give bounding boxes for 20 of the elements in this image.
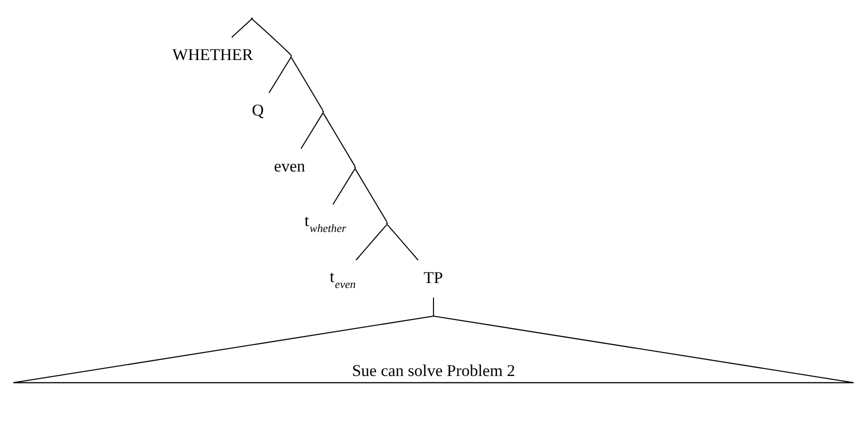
node-point	[322, 110, 324, 113]
connector	[322, 112, 356, 167]
connector	[386, 224, 418, 260]
connector	[300, 112, 324, 149]
node-text: t$_{even}$	[330, 266, 356, 291]
node-point	[386, 222, 388, 224]
node-text: t$_{whether}$	[304, 211, 346, 236]
node-text: Q	[252, 100, 264, 120]
node-point	[250, 18, 253, 20]
connector	[432, 298, 434, 316]
node-text: WHETHER	[172, 44, 254, 64]
connector	[268, 56, 292, 94]
node-text: TP	[424, 268, 443, 287]
node-point	[290, 55, 292, 57]
connector	[356, 224, 388, 260]
connector	[332, 168, 356, 205]
node-text: even	[274, 156, 306, 176]
connector	[290, 56, 324, 111]
node-point	[354, 166, 356, 168]
connector	[354, 168, 388, 222]
